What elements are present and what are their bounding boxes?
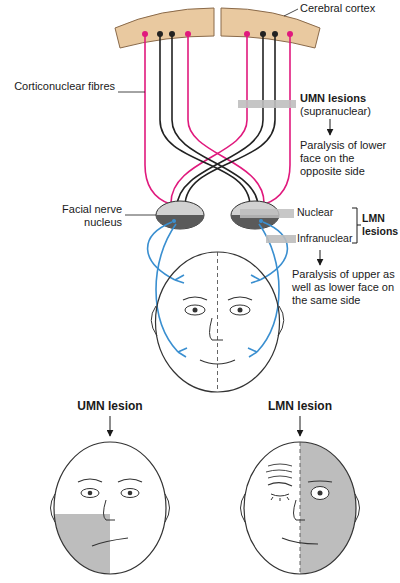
neuron-dot (142, 31, 148, 37)
nose (104, 500, 116, 520)
forehead-wrinkles (266, 464, 292, 478)
fibre-branch (178, 348, 187, 357)
bilateral-fibre (145, 34, 170, 204)
result-arrow (300, 416, 301, 436)
bracket (352, 208, 361, 243)
leader-line (118, 92, 145, 93)
eyebrow (118, 479, 142, 482)
eyebrow (183, 297, 207, 300)
nucleus-outline (156, 201, 204, 229)
neuron-dot (287, 31, 293, 37)
closed-eye (271, 494, 289, 501)
lower-face-fibre (257, 224, 279, 352)
cortex-neurons (142, 31, 293, 37)
eyebrow (78, 479, 102, 482)
lesion-label: Nuclear (297, 206, 353, 219)
eye (185, 305, 205, 315)
drooping-mouth (92, 538, 128, 546)
nose (210, 318, 224, 340)
head-outline (54, 442, 166, 574)
lesion-bar (240, 209, 294, 218)
face-heading: LMN lesion (240, 400, 360, 413)
paralysis-shading (54, 514, 110, 576)
result-arrow (320, 250, 321, 265)
head-outline (244, 442, 356, 574)
bilateral-fibre (171, 34, 247, 203)
lesion-label: UMN lesions (300, 92, 396, 105)
neuron-dot (157, 31, 163, 37)
crossed-fibre (177, 34, 263, 207)
crossed-fibre (172, 34, 258, 207)
neuron-dot (259, 219, 263, 223)
corticonuclear-fibres (145, 34, 290, 207)
midline (217, 252, 218, 392)
result-note: Paralysis of upper as well as lower face… (292, 268, 397, 307)
nose (294, 500, 306, 520)
structure-label: Cerebral cortex (300, 2, 396, 15)
lesion-bar (266, 235, 296, 243)
eyebrow (228, 297, 252, 300)
neuron-dot (172, 219, 176, 223)
mouth (200, 360, 235, 364)
eyebrow (308, 481, 332, 482)
head-drawing (151, 252, 284, 392)
pupil (128, 491, 133, 496)
lesion-bar (238, 100, 296, 108)
head-outline (156, 252, 280, 392)
leader-line (284, 9, 298, 16)
umn-lesion-face (51, 442, 170, 576)
bilateral-fibre (188, 34, 264, 203)
facial-nucleus-left (156, 201, 204, 229)
lower-face-fibre (156, 224, 178, 352)
neuron-dot (272, 31, 278, 37)
crossed-fibre (160, 34, 250, 206)
crossed-fibre (185, 34, 275, 206)
eyebrow (268, 483, 292, 486)
neuron-dot (185, 31, 191, 37)
result-arrow (330, 119, 331, 135)
midline (300, 442, 301, 574)
lesion-sublabel: (supranuclear) (300, 105, 396, 118)
face-heading: UMN lesion (50, 400, 170, 413)
eye (121, 489, 139, 498)
pupil (318, 491, 323, 496)
neuron-dot (169, 31, 175, 37)
cortex-left (115, 8, 214, 48)
neuron-dot (244, 31, 250, 37)
pupil (88, 491, 93, 496)
lmn-lesion-face (241, 440, 360, 580)
pupil (193, 308, 198, 313)
leader-line (125, 215, 156, 216)
lesion-label: Infranuclear (297, 232, 355, 245)
bilateral-fibre (265, 34, 290, 204)
structure-label: Facial nerve nucleus (42, 203, 122, 229)
eye (311, 487, 329, 500)
result-note: Paralysis of lower face on the opposite … (300, 139, 398, 178)
eye (230, 305, 250, 315)
paralysis-shading (300, 440, 358, 580)
result-arrow (110, 416, 111, 436)
neuron-dot (260, 31, 266, 37)
mouth (282, 538, 318, 544)
eye (81, 489, 99, 498)
lesion-group-label: LMN lesions (362, 212, 399, 238)
pupil (238, 308, 243, 313)
fibre-branch (248, 348, 257, 357)
fibre-branch (251, 275, 260, 283)
fibre-branch (175, 275, 184, 283)
structure-label: Corticonuclear fibres (10, 80, 115, 93)
